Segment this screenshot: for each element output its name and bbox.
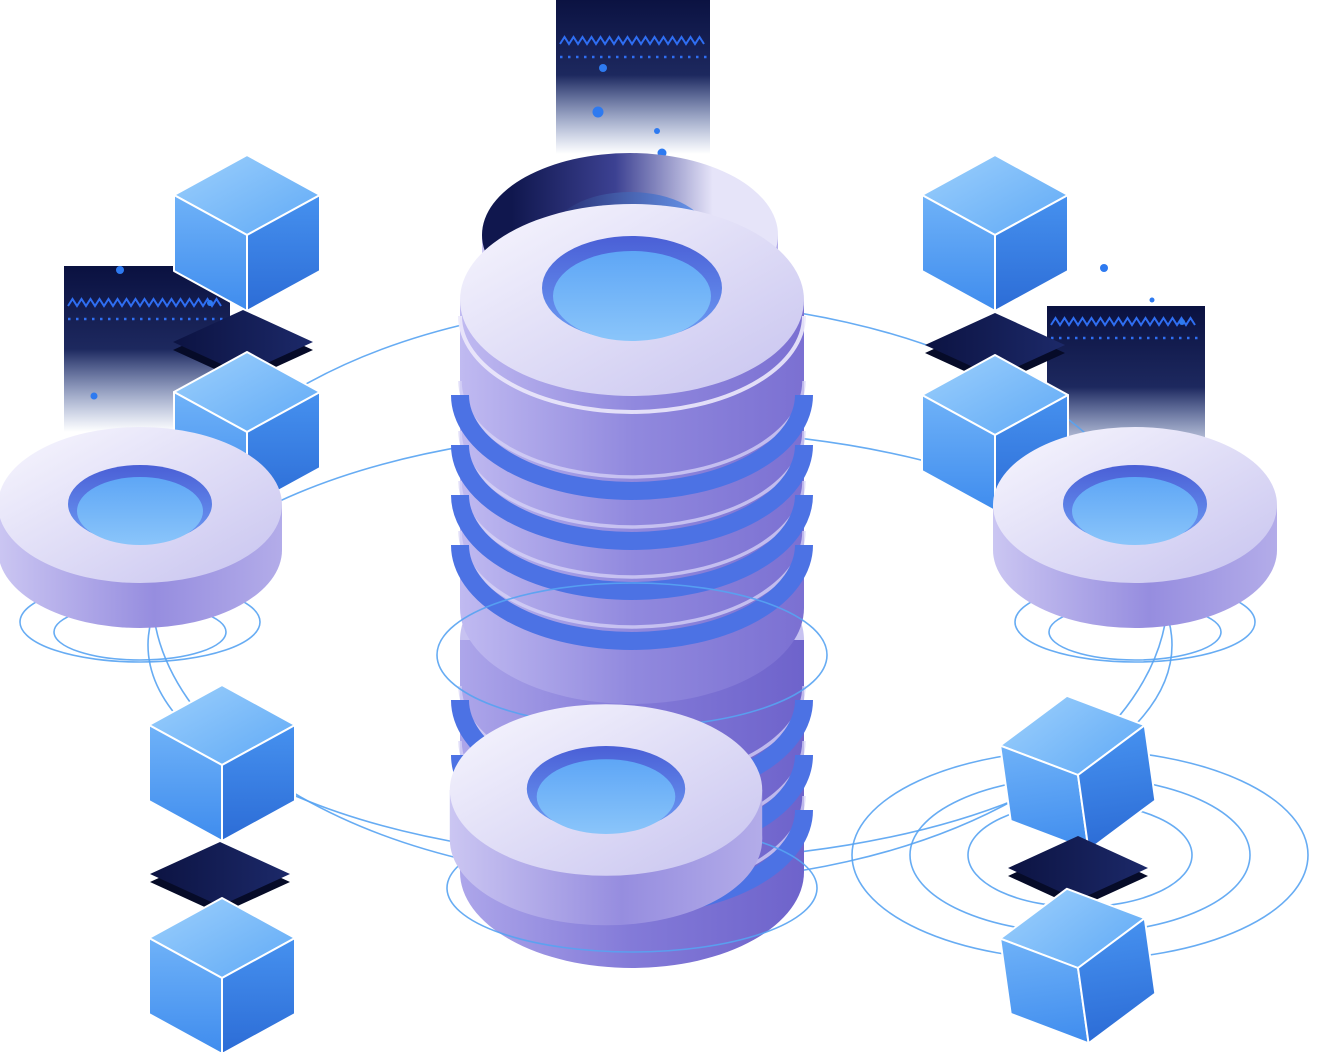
dot [1179, 319, 1185, 325]
dot [592, 106, 604, 118]
dot [207, 300, 213, 306]
zigzag-edge [559, 35, 705, 46]
dot [1100, 264, 1108, 272]
disc-band [451, 494, 813, 600]
panel-center-top [556, 0, 710, 154]
dot [116, 266, 124, 274]
bottom-right-cluster [851, 684, 1309, 1052]
torus-right [993, 427, 1277, 628]
disc-band [451, 544, 813, 650]
torus-front-bottom [449, 704, 763, 926]
dot [1149, 297, 1155, 303]
cube-right-top [921, 154, 1069, 312]
top-ring-thickness-rim [458, 315, 806, 414]
zigzag-edge [1050, 316, 1196, 327]
top-ring-hole-inner [553, 251, 711, 341]
right-cluster [921, 154, 1277, 663]
disc-band [451, 394, 813, 500]
left-cluster [0, 154, 321, 663]
upper-stack-bottom [460, 512, 804, 704]
database-stack [436, 153, 828, 968]
cube-bottom-right-bottom [993, 877, 1162, 1052]
cube-bottom-right-top [993, 684, 1162, 862]
zigzag-edge [67, 297, 222, 308]
upper-stack [451, 204, 813, 704]
bottom-left-cluster [148, 684, 296, 1052]
cube-bottom-left-bottom [148, 897, 296, 1052]
dot [599, 64, 607, 72]
dot [654, 128, 660, 134]
torus-left [0, 427, 282, 628]
panel-rect [556, 0, 710, 154]
dot [90, 392, 98, 400]
disc-band [451, 444, 813, 550]
